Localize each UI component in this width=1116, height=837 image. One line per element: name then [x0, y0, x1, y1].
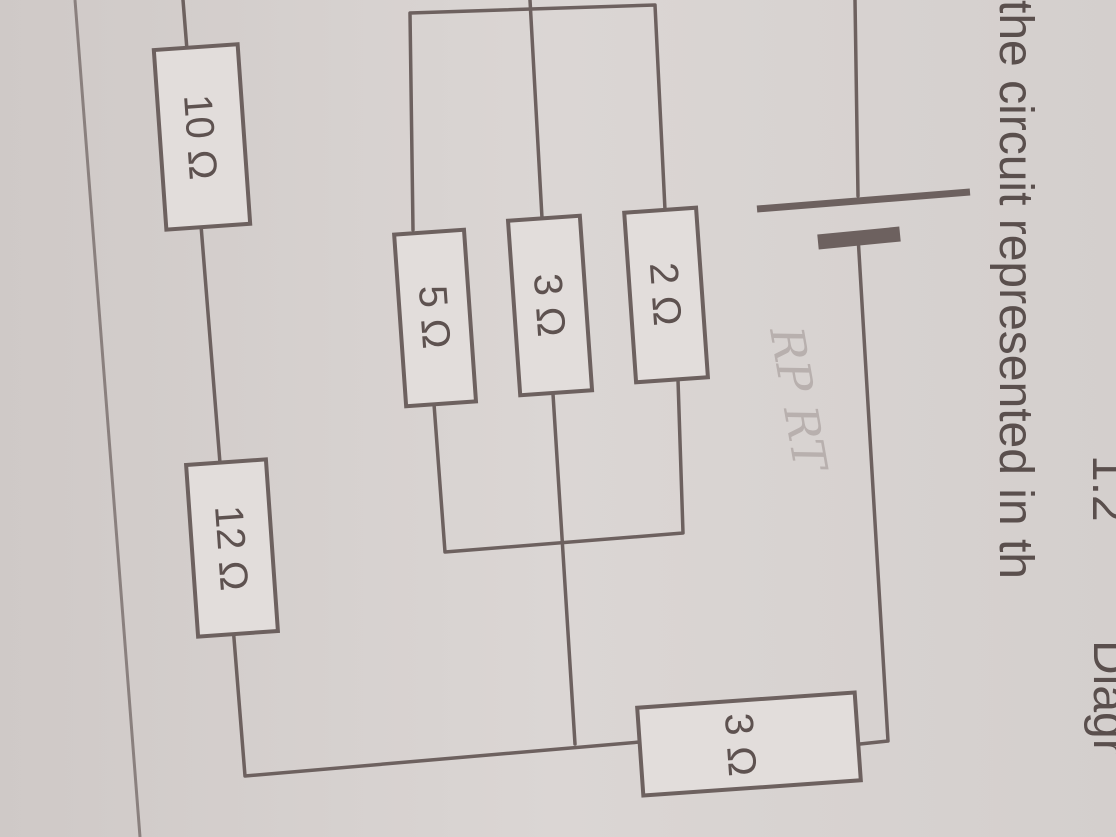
resistor-2-ohm: 2 Ω — [622, 205, 711, 385]
parallel-top-wire — [408, 3, 667, 232]
resistor-5-ohm: 5 Ω — [392, 227, 479, 409]
resistor-3-ohm-parallel: 3 Ω — [505, 213, 595, 398]
resistor-label: 3 Ω — [525, 272, 573, 338]
resistor-label: 12 Ω — [206, 504, 256, 592]
parallel-middle-top — [528, 0, 544, 220]
battery-cell-icon — [756, 188, 971, 250]
resistor-3-ohm-series: 3 Ω — [635, 690, 863, 798]
instruction-text: the circuit represented in th — [989, 0, 1042, 579]
resistor-label: 2 Ω — [641, 261, 689, 327]
resistor-12-ohm: 12 Ω — [183, 457, 281, 639]
right-wire-upper — [853, 0, 860, 198]
left-wire — [181, 0, 642, 778]
resistor-label: 3 Ω — [716, 712, 764, 778]
heading-fragment: Diagr — [1083, 640, 1116, 755]
question-number: 1.2 — [1082, 455, 1116, 522]
resistor-10-ohm: 10 Ω — [151, 42, 253, 232]
resistor-label: 5 Ω — [410, 284, 458, 350]
page-border-line — [73, 0, 142, 837]
wires — [181, 0, 890, 778]
right-wire-lower — [856, 234, 890, 746]
resistor-label: 10 Ω — [175, 93, 225, 181]
parallel-middle-bottom — [551, 392, 577, 746]
